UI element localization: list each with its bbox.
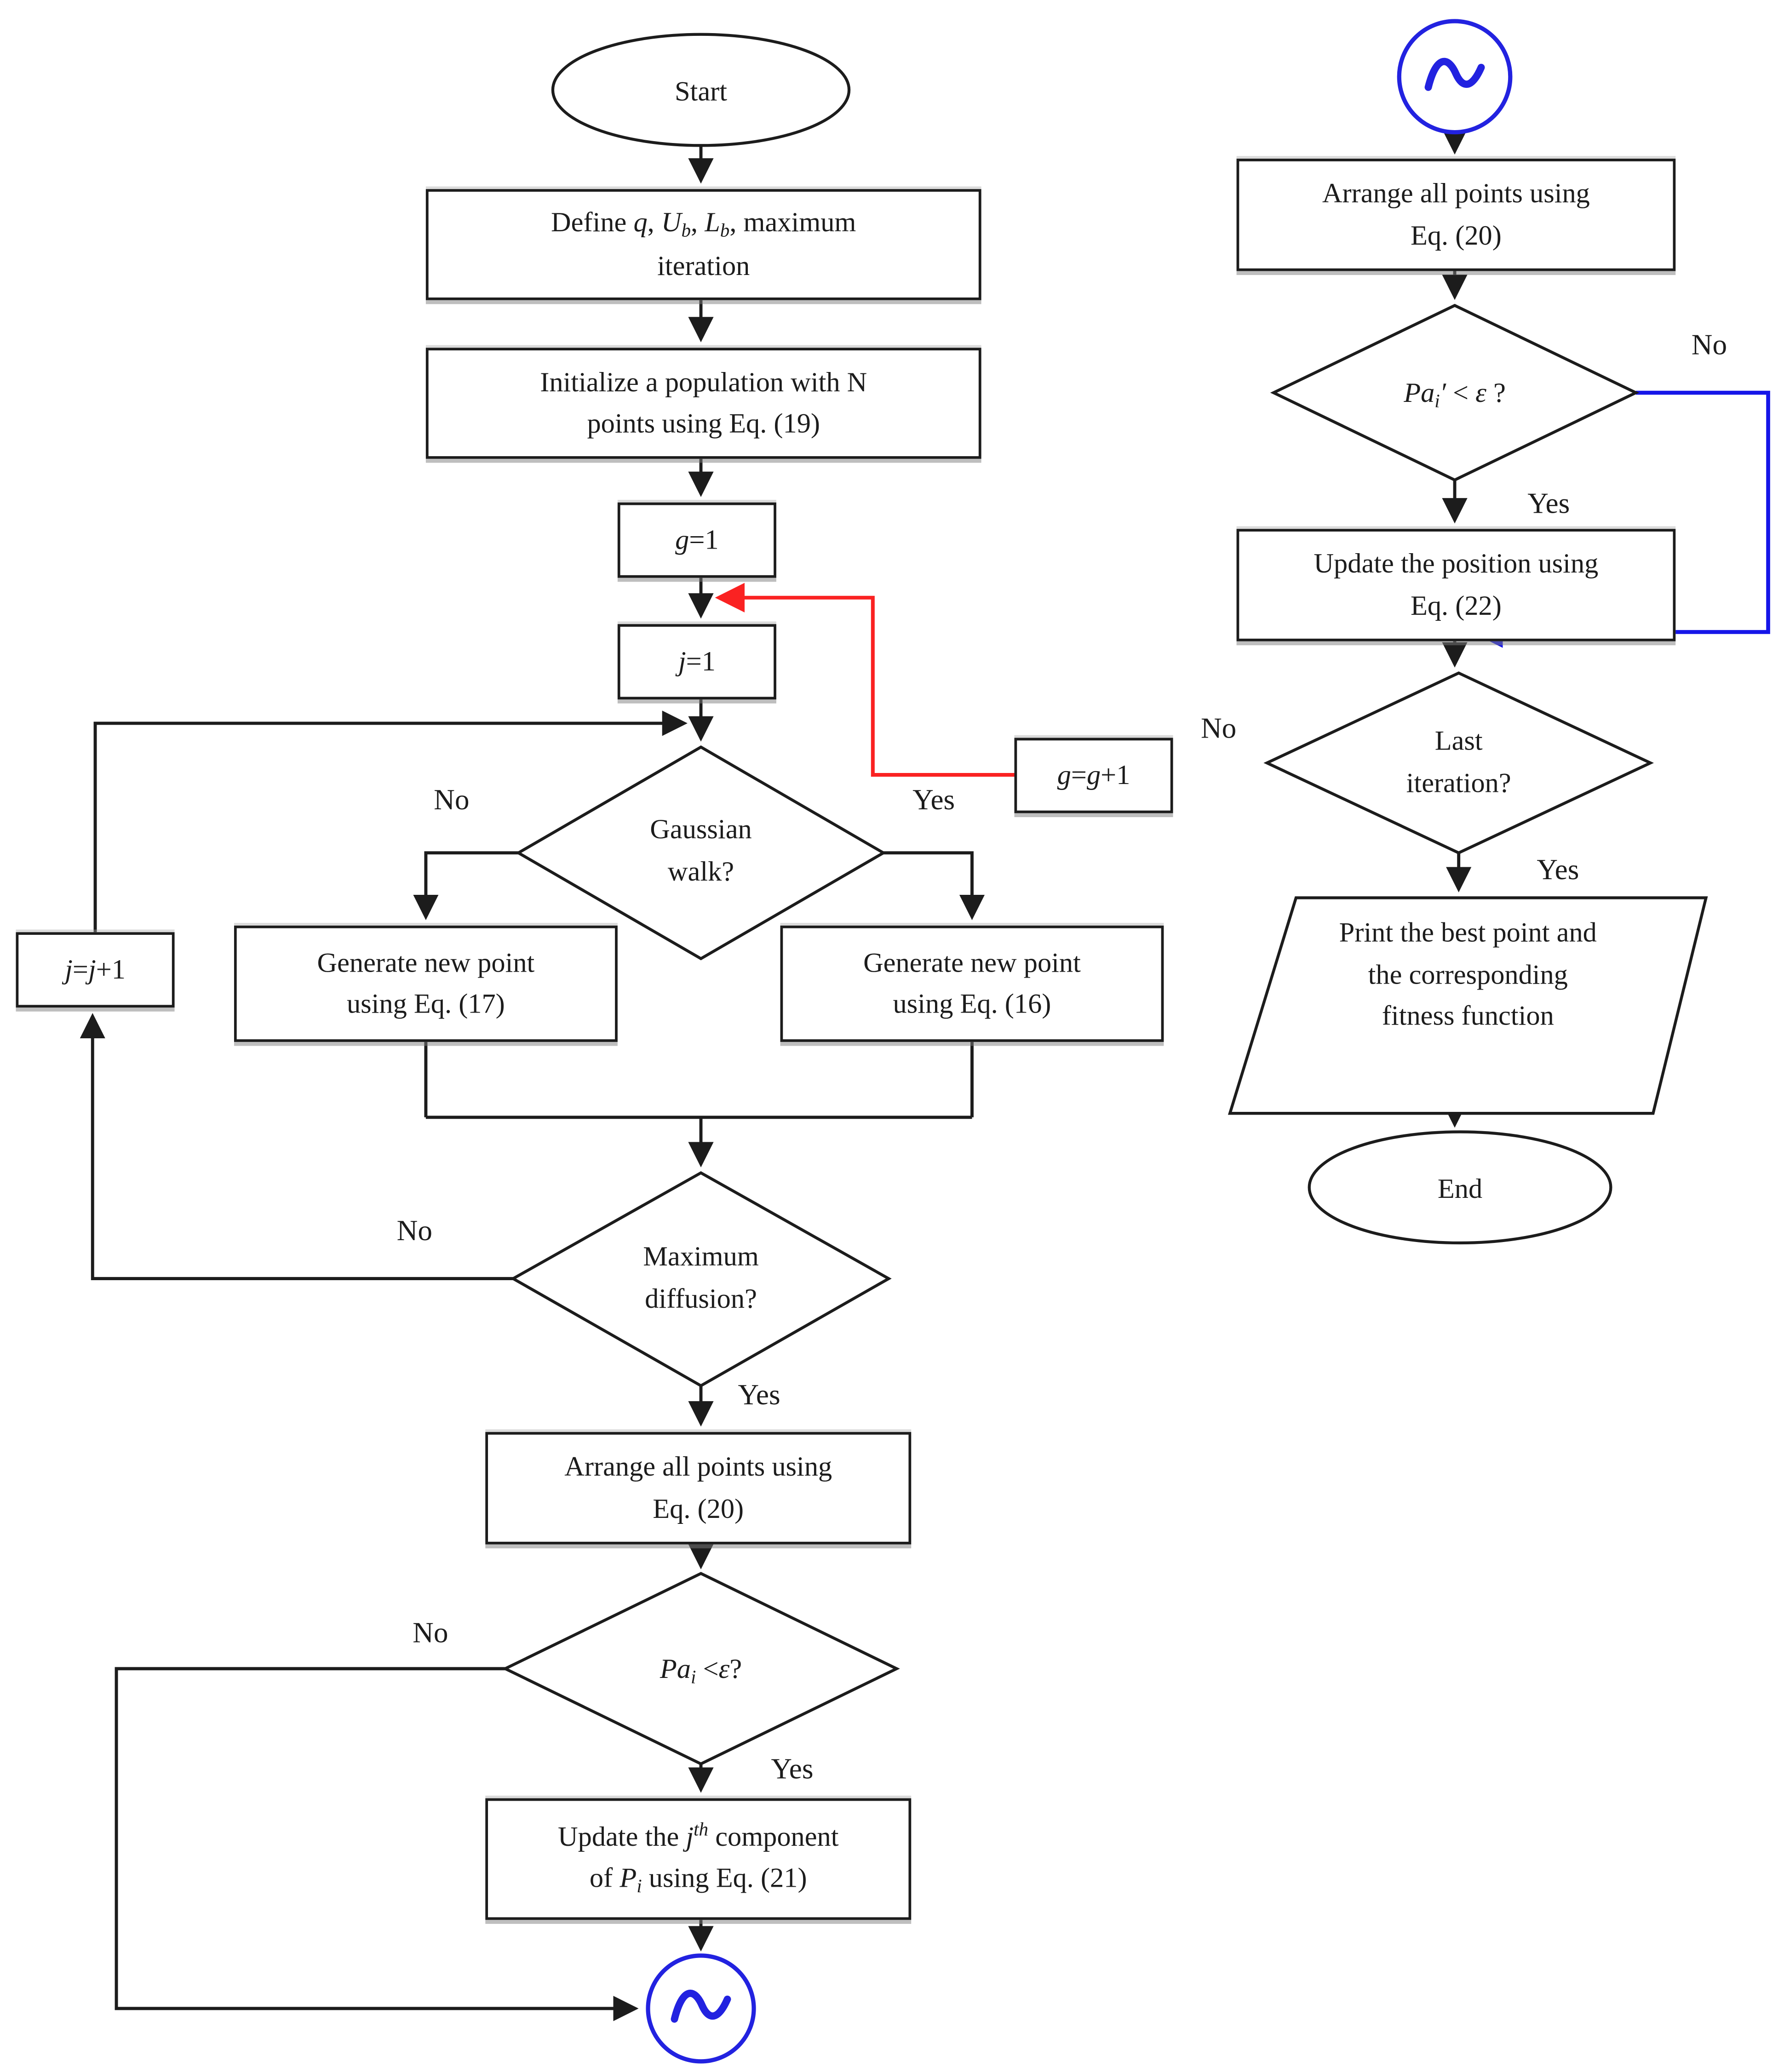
connector-circle-bottom [646, 1953, 756, 2064]
node-j-increment: j=j+1 [16, 932, 175, 1008]
branch-label-lastiteration-no: No [1200, 711, 1237, 744]
node-g-init-label: g=1 [675, 523, 719, 555]
red-loop-arrow [715, 583, 1015, 777]
branch-label-gaussian-no: No [434, 783, 470, 816]
connector-circle-top [1397, 19, 1513, 135]
arrow-gincrement-back-to-g1 [715, 583, 1015, 777]
arrow-maxdiffusion-no-to-jincrement [80, 1013, 513, 1281]
branch-label-paprime-yes: Yes [1527, 487, 1570, 520]
node-start-label: Start [674, 75, 728, 107]
max-diffusion-diamond-shape [510, 1171, 892, 1388]
node-g-increment-label: g=g+1 [1057, 758, 1130, 790]
branch-label-gaussian-yes: Yes [912, 783, 955, 816]
node-end-label: End [1437, 1173, 1483, 1205]
last-iteration-diamond-shape [1263, 671, 1654, 855]
gaussian-walk-diamond-shape [515, 745, 887, 961]
branch-label-maxdiffusion-no: No [396, 1213, 432, 1247]
sine-wave-icon [1424, 57, 1485, 91]
sine-wave-icon [671, 1990, 731, 2023]
branch-label-pa-no: No [413, 1615, 448, 1649]
end-ellipse-shape [1308, 1130, 1612, 1245]
pa-prime-diamond-shape [1270, 303, 1640, 482]
node-j-increment-label: j=j+1 [65, 953, 126, 985]
arrow-gaussian-no-to-eq17 [413, 851, 519, 921]
print-parallelogram-shape [1228, 896, 1708, 1115]
arrow-gaussian-yes-to-eq16 [883, 851, 985, 921]
branch-label-lastiteration-yes: Yes [1537, 853, 1579, 886]
start-ellipse-shape [551, 33, 851, 147]
node-j-init-label: j=1 [678, 645, 716, 677]
node-pa-prime-label: Pai′ < ε ? [1404, 377, 1506, 413]
branch-label-maxdiffusion-yes: Yes [738, 1378, 780, 1411]
arrow-pa-no-to-connector [115, 1667, 639, 2021]
node-pa-condition-label: Pai <ε? [660, 1653, 742, 1689]
flow-arrows-black [80, 129, 1472, 2021]
node-j-init: j=1 [617, 624, 776, 700]
pa-condition-diamond-shape [502, 1572, 900, 1766]
arrow-jincrement-to-gaussian-junction [93, 710, 688, 933]
node-g-init: g=1 [617, 502, 776, 578]
node-g-increment: g=g+1 [1014, 738, 1173, 813]
branch-label-paprime-no: No [1691, 328, 1727, 361]
branch-label-pa-yes: Yes [771, 1752, 814, 1785]
